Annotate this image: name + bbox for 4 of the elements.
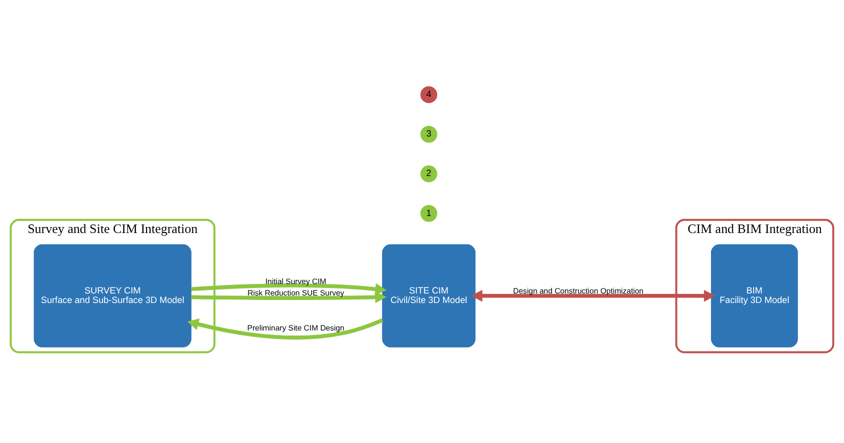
label: 3 <box>426 128 432 138</box>
label: 2 <box>426 168 432 178</box>
label: 4 <box>426 88 432 99</box>
label: 1 <box>426 207 432 218</box>
